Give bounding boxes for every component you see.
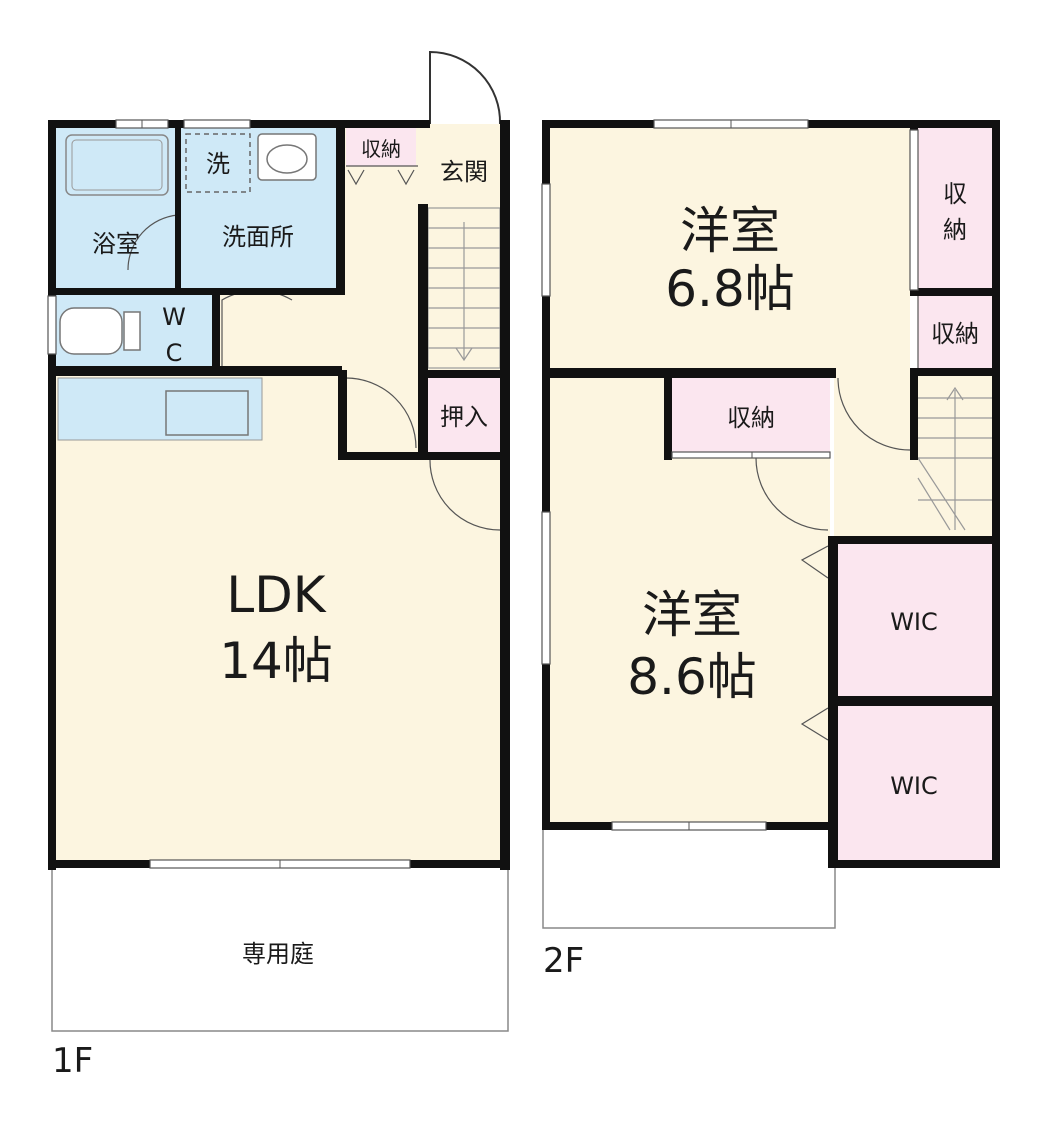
storage-1f-floor [346,128,416,166]
storage-top-label-b: 納 [943,216,967,244]
storage-center-floor [672,378,830,454]
wic1-floor [838,544,992,696]
wic2-door [800,707,829,741]
room2-label: 洋室 [642,586,742,644]
bath-floor [55,128,175,290]
wic1-door [800,545,829,579]
kitchen-counter [57,377,263,441]
room1-size-label: 6.8帖 [665,260,795,318]
toilet [59,307,123,355]
room1-door [837,377,911,451]
ldk-size-label: 14帖 [219,632,333,690]
washer-space [185,133,251,193]
bath-door [127,214,179,271]
room1-label: 洋室 [680,202,780,260]
kitchen-sink [165,390,249,436]
room2-door [755,457,829,531]
storage-center-label: 収納 [727,404,775,432]
storage-top-label-a: 収 [943,180,967,208]
bath-label: 浴室 [92,230,140,258]
wic2-floor [838,706,992,860]
ldk-door [345,377,417,449]
washer-label: 洗 [206,150,230,178]
garden-area [51,865,509,1032]
washroom-label: 洗面所 [222,223,294,251]
floor-1-label: 1F [52,1041,93,1081]
floor-2-label: 2F [543,941,584,981]
ldk-label: LDK [226,566,326,624]
stairs-2f [917,386,992,531]
wc-label-w: W [162,303,186,331]
wic1-label: WIC [890,608,938,636]
storage-mid-floor [918,294,992,368]
bathtub [65,134,169,196]
balcony [542,825,836,929]
garden-label: 専用庭 [242,940,314,968]
floor-2: 洋室 6.8帖 収 納 収納 収納 洋室 8.6帖 WIC WIC 2F [541,119,1000,981]
entrance-label: 玄関 [440,158,488,186]
entry-door [429,457,501,531]
storage-top-floor [918,128,992,288]
entrance-door [429,50,502,125]
storage-1f-label: 収納 [361,137,401,161]
floor-1: 収納 玄関 洗 浴室 洗面所 W C 押入 LDK 14帖 専用庭 1F [47,50,510,1081]
wic2-label: WIC [890,772,938,800]
wc-label-c: C [166,339,183,367]
stairs-1f [427,207,501,369]
storage-mid-label: 収納 [931,320,979,348]
closet-label: 押入 [440,403,488,431]
room2-size-label: 8.6帖 [627,648,757,706]
closet-floor [426,378,502,454]
room1-floor [548,128,910,372]
